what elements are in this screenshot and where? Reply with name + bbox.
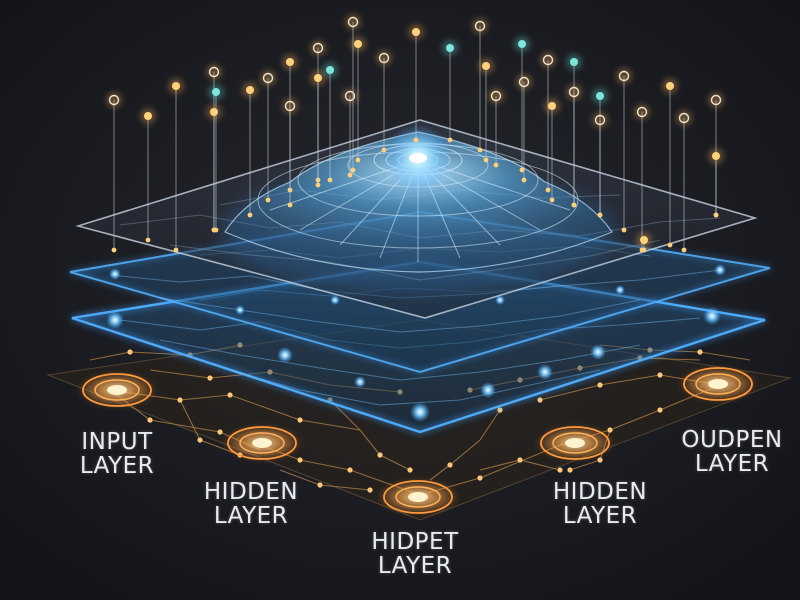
circuit-dot-20: [657, 372, 663, 378]
circuit-dot-7: [407, 467, 413, 473]
label-input-line2: LAYER: [79, 453, 155, 479]
circuit-dot-25: [697, 349, 703, 355]
circuit-dot-34: [197, 437, 203, 443]
pin-7: [260, 70, 276, 203]
pin-22: [514, 36, 530, 173]
circuit-dot-33: [557, 467, 563, 473]
pin-6: [242, 82, 258, 218]
label-input-line1: INPUT: [81, 429, 153, 455]
label-hidden-layer-center: HIDPET LAYER: [350, 530, 480, 578]
circuit-dot-16: [597, 457, 603, 463]
pin-36: [708, 148, 724, 218]
blue-layer-middle-nodes: [109, 264, 726, 315]
vertical-connection-pins: [106, 14, 724, 253]
orange-ring-nodes: [77, 366, 758, 515]
orange-node-hidden-left: [222, 425, 302, 461]
pin-33: [662, 78, 678, 248]
pin-18: [442, 40, 458, 143]
orange-node-output: [678, 366, 758, 402]
circuit-dot-14: [607, 427, 613, 433]
pin-21: [488, 88, 504, 168]
pin-30: [616, 68, 632, 233]
label-input-layer: INPUT LAYER: [62, 430, 172, 478]
circuit-dot-26: [207, 375, 213, 381]
label-hidden-left-line1: HIDDEN: [203, 479, 299, 505]
pin-12: [322, 62, 338, 183]
circuit-dot-2: [227, 392, 233, 398]
pin-34: [676, 110, 692, 253]
pin-15: [350, 36, 366, 163]
pin-5: [208, 84, 224, 233]
pin-27: [566, 84, 582, 208]
pin-29: [592, 112, 608, 218]
label-hidden-center-line1: HIDPET: [371, 529, 459, 555]
circuit-dot-15: [657, 407, 663, 413]
circuit-dot-13: [447, 462, 453, 468]
label-output-layer: OUDPEN LAYER: [668, 428, 796, 476]
circuit-dot-6: [377, 452, 383, 458]
pin-19: [472, 18, 488, 153]
pin-4: [206, 104, 222, 233]
circuit-dot-21: [127, 349, 133, 355]
label-hidden-right-line1: HIDDEN: [552, 479, 648, 505]
circuit-dot-1: [177, 397, 183, 403]
label-hidden-layer-left: HIDDEN LAYER: [186, 480, 316, 528]
pin-11: [310, 70, 326, 188]
pin-2: [168, 78, 184, 253]
blue-layer-lower-nodes: [106, 307, 721, 422]
pin-0: [106, 92, 122, 253]
pin-25: [544, 98, 560, 203]
pin-16: [376, 50, 392, 153]
circuit-dot-4: [217, 429, 223, 435]
label-output-line2: LAYER: [694, 451, 770, 477]
pin-23: [516, 74, 532, 183]
pin-13: [342, 88, 358, 178]
circuit-dot-31: [317, 482, 323, 488]
label-hidden-left-line2: LAYER: [213, 503, 289, 529]
pin-24: [540, 52, 556, 193]
pin-1: [140, 108, 156, 243]
label-hidden-right-line2: LAYER: [562, 503, 638, 529]
pin-32: [636, 232, 652, 253]
orange-node-hidden-right: [535, 425, 615, 461]
pin-17: [408, 24, 424, 143]
circuit-dot-11: [517, 457, 523, 463]
circuit-dot-19: [597, 382, 603, 388]
circuit-dot-8: [297, 457, 303, 463]
pin-31: [634, 104, 650, 253]
circuit-dot-3: [297, 417, 303, 423]
label-hidden-center-line2: LAYER: [377, 553, 453, 579]
circuit-dot-0: [147, 417, 153, 423]
pin-9: [282, 98, 298, 208]
circuit-dot-32: [367, 487, 373, 493]
pin-20: [478, 58, 494, 163]
label-output-line1: OUDPEN: [681, 427, 783, 453]
circuit-dot-10: [477, 475, 483, 481]
orange-node-center: [376, 479, 460, 515]
circuit-dot-18: [537, 397, 543, 403]
circuit-dot-17: [567, 467, 573, 473]
orange-node-input: [77, 372, 157, 408]
central-dome: [218, 124, 618, 290]
label-hidden-layer-right: HIDDEN LAYER: [535, 480, 665, 528]
circuit-dot-9: [347, 467, 353, 473]
